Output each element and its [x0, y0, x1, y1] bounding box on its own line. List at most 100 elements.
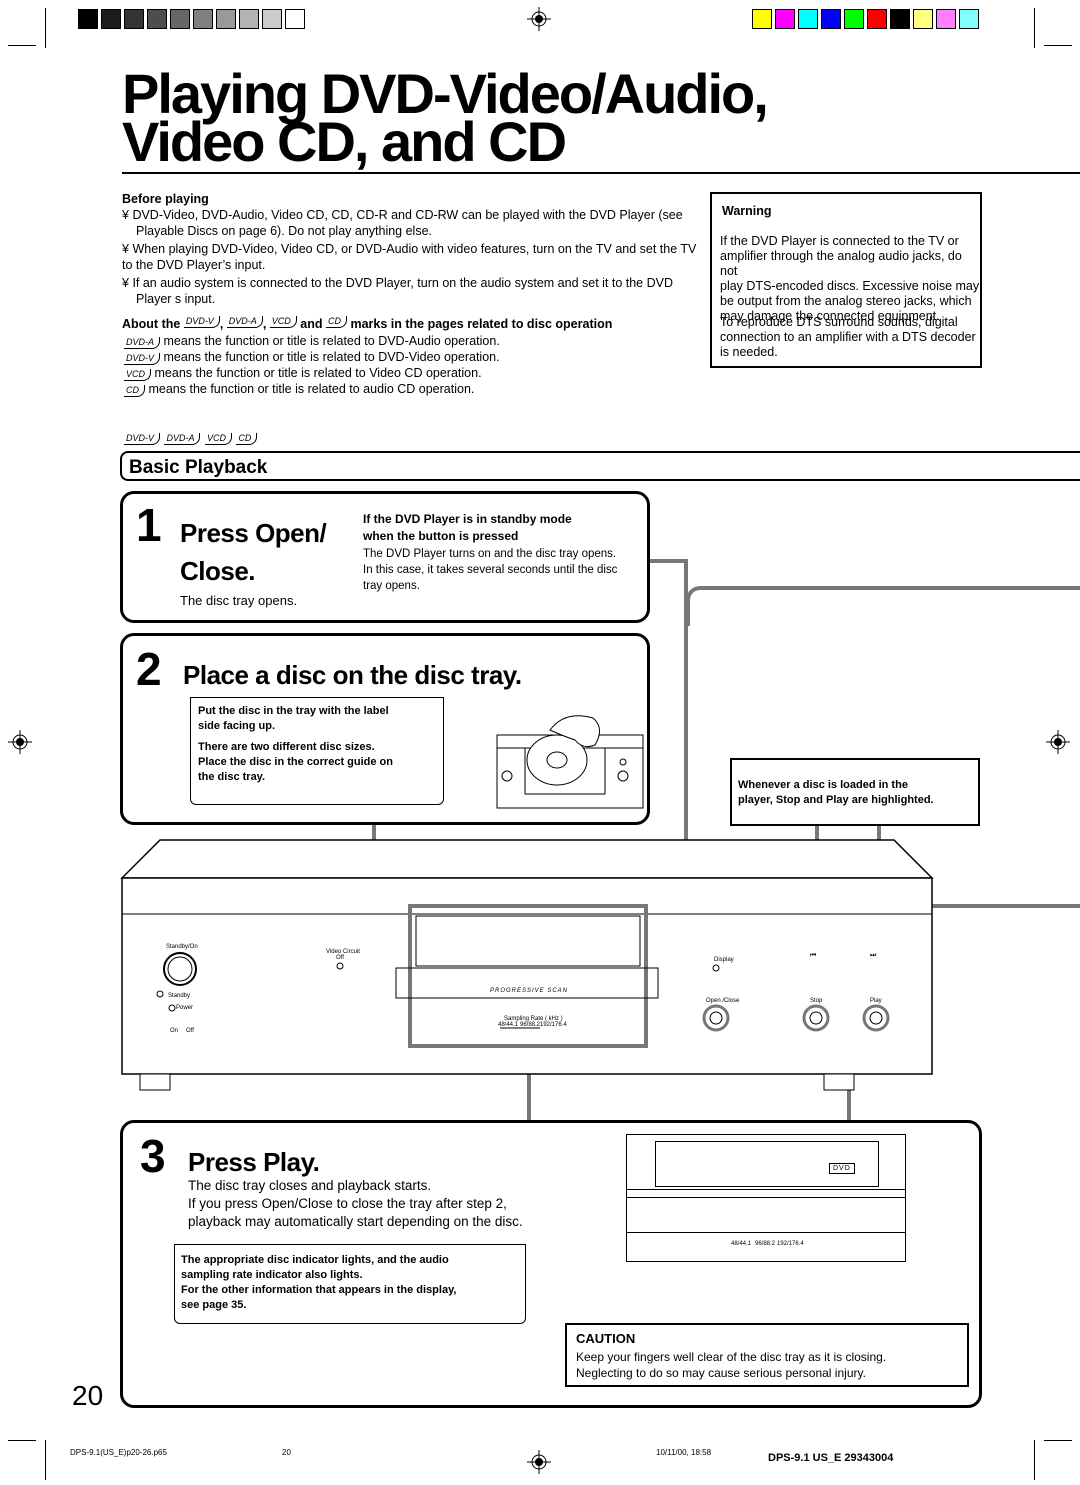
before-b3-l2: Player s input.: [136, 292, 216, 306]
step3-note-line: see page 35.: [181, 1299, 247, 1311]
about-line: VCD means the function or title is relat…: [124, 365, 500, 381]
registration-target-icon: [527, 7, 551, 31]
gray-swatch: [147, 9, 167, 29]
before-b3-l1: If an audio system is connected to the D…: [132, 276, 674, 290]
skip-back-icon[interactable]: ⏮: [810, 952, 817, 959]
footer-model: DPS-9.1 US_E 29343004: [768, 1452, 894, 1464]
step3-note-box: The appropriate disc indicator lights, a…: [174, 1244, 526, 1324]
rate-indicator-96: 96/88.2: [755, 1241, 776, 1247]
bullet: ¥: [122, 242, 129, 256]
sampling-label: Sampling Rate ( kHz ): [504, 1016, 563, 1022]
gray-swatch: [262, 9, 282, 29]
step3-text: The disc tray closes and playback starts…: [188, 1177, 523, 1231]
crop-mark: [1034, 1440, 1035, 1480]
skip-forward-icon[interactable]: ⏭: [870, 952, 877, 959]
about-line: DVD-A means the function or title is rel…: [124, 333, 500, 349]
color-swatch: [798, 9, 818, 29]
connector-line: [527, 1040, 531, 1122]
dvd-v-tag: DVD-V: [124, 433, 161, 445]
display-slot: [627, 1197, 905, 1233]
on-label: On: [170, 1028, 179, 1034]
caution-box: CAUTION Keep your fingers well clear of …: [565, 1323, 969, 1387]
crop-mark: [45, 1440, 46, 1480]
step1-note-h1: If the DVD Player is in standby mode: [363, 512, 572, 526]
play-button[interactable]: [864, 1006, 888, 1030]
color-swatch: [959, 9, 979, 29]
cd-tag: CD: [326, 316, 347, 328]
section-disc-tags: DVD-V DVD-A VCD CD: [124, 428, 258, 446]
connector-line: [905, 904, 1080, 908]
step2-note-line: the disc tray.: [198, 771, 266, 783]
step3-note-line: sampling rate indicator also lights.: [181, 1269, 363, 1281]
standby-on-button[interactable]: [164, 953, 196, 985]
step2-number: 2: [136, 643, 162, 695]
registration-target-icon: [527, 1450, 551, 1474]
warning-line: may damage the connected equipment.: [720, 309, 940, 323]
before-b2-l2: to the DVD Player’s input.: [122, 258, 266, 272]
vcd-tag: VCD: [269, 316, 297, 328]
crop-mark: [45, 8, 46, 48]
comma: ,: [262, 317, 267, 331]
gray-swatch: [101, 9, 121, 29]
step2-note-box: Put the disc in the tray with the label …: [190, 697, 444, 805]
title-rule: [122, 172, 1080, 174]
rate-192: 192/176.4: [540, 1022, 567, 1028]
step3-title: Press Play.: [188, 1147, 320, 1177]
step1-note-line: The DVD Player turns on and the disc tra…: [363, 548, 617, 560]
connector-line: [684, 559, 688, 1022]
dvd-v-tag: DVD-V: [183, 316, 220, 328]
dvd-a-tag: DVD-A: [124, 337, 161, 349]
caution-text: Keep your fingers well clear of the disc…: [576, 1349, 886, 1381]
highlight-note: Whenever a disc is loaded in the player,…: [738, 778, 934, 808]
about-line-text: means the function or title is related t…: [154, 366, 482, 380]
warning-line: play DTS-encoded discs. Excessive noise …: [720, 279, 980, 293]
display-label: Display: [714, 957, 734, 963]
about-prefix: About the: [122, 317, 181, 331]
footer-date: 10/11/00, 18:58: [656, 1448, 712, 1457]
power-label: Power: [176, 1005, 194, 1011]
before-heading: Before playing: [122, 192, 209, 206]
about-list: DVD-A means the function or title is rel…: [124, 333, 500, 397]
open-close-label: Open /Close: [706, 998, 740, 1004]
highlight-note-box: Whenever a disc is loaded in the player,…: [730, 758, 980, 826]
vcd-tag: VCD: [124, 369, 152, 381]
video-circuit-label: Video Circuit: [326, 949, 360, 955]
step3-line: If you press Open/Close to close the tra…: [188, 1196, 507, 1211]
step2-note-line: There are two different disc sizes.: [198, 741, 375, 753]
color-swatch: [913, 9, 933, 29]
color-swatch: [775, 9, 795, 29]
gray-swatch: [78, 9, 98, 29]
stop-button[interactable]: [804, 1006, 828, 1030]
caution-line: Neglecting to do so may cause serious pe…: [576, 1366, 866, 1380]
step1-title-l2: Close.: [180, 556, 256, 586]
standby-on-label: Standby/On: [166, 944, 198, 950]
rate-indicator-192: 192/176.4: [777, 1241, 804, 1247]
step1-box: 1 Press Open/ Close. The disc tray opens…: [120, 491, 650, 623]
footer-page: 20: [282, 1448, 291, 1457]
connector-line: [716, 586, 1080, 590]
page-title-line1: Playing DVD-Video/Audio,: [122, 62, 769, 125]
step3-note: The appropriate disc indicator lights, a…: [181, 1253, 456, 1313]
gray-swatch: [124, 9, 144, 29]
crop-mark: [1044, 1440, 1072, 1441]
vcd-tag: VCD: [204, 433, 232, 445]
step1-note-line: In this case, it takes several seconds u…: [363, 564, 618, 576]
rate-indicator-48: 48/44.1: [731, 1241, 752, 1247]
crop-mark: [8, 1440, 36, 1441]
step3-note-line: The appropriate disc indicator lights, a…: [181, 1254, 449, 1266]
step1-note-line: tray opens.: [363, 580, 420, 592]
footer-file: DPS-9.1(US_E)p20-26.p65: [70, 1448, 167, 1457]
caution-heading: CAUTION: [576, 1331, 636, 1346]
dvd-a-tag: DVD-A: [164, 433, 201, 445]
comma: ,: [219, 317, 224, 331]
gray-swatch: [193, 9, 213, 29]
dvd-player-front: Standby/On Standby Power On Off Video Ci…: [120, 838, 934, 1094]
highlight-note-line: player, Stop and Play are highlighted.: [738, 794, 934, 806]
step1-note: The DVD Player turns on and the disc tra…: [363, 546, 617, 594]
caution-line: Keep your fingers well clear of the disc…: [576, 1350, 887, 1364]
crop-mark: [8, 45, 36, 46]
gray-swatch: [239, 9, 259, 29]
warning-p2: To reproduce DTS surround sounds, digita…: [720, 315, 976, 360]
highlight-note-line: Whenever a disc is loaded in the: [738, 779, 908, 791]
open-close-button[interactable]: [704, 1006, 728, 1030]
